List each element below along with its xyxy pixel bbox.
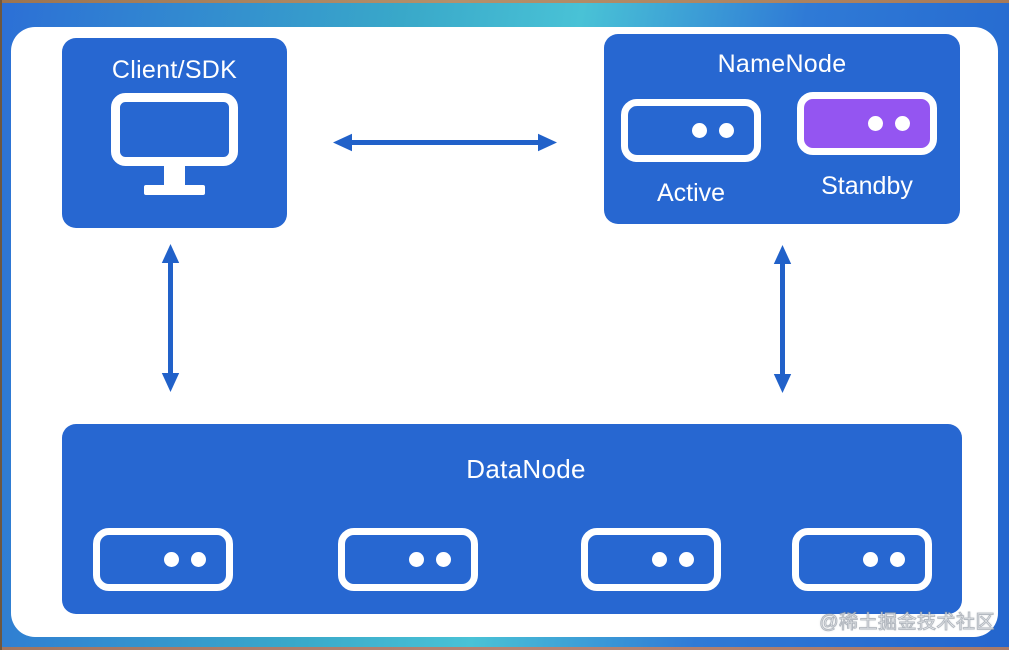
watermark-text: @稀土掘金技术社区 <box>819 612 995 634</box>
datanode-box: DataNode <box>62 424 962 614</box>
server-led-dot <box>679 552 694 567</box>
server-led-dot <box>164 552 179 567</box>
client-namenode-arrow <box>333 133 557 152</box>
server-icon-datanode-1 <box>93 528 233 591</box>
server-led-dot <box>436 552 451 567</box>
server-led-dot <box>652 552 667 567</box>
namenode-title: NameNode <box>717 50 847 78</box>
server-icon-datanode-4 <box>792 528 932 591</box>
namenode-box: NameNode Active Standby <box>604 34 960 224</box>
active-namenode: Active <box>621 99 761 208</box>
client-sdk-box: Client/SDK <box>62 38 287 228</box>
server-led-dot <box>692 123 707 138</box>
server-icon-datanode-2 <box>338 528 478 591</box>
server-led-dot <box>409 552 424 567</box>
datanode-title: DataNode <box>466 454 586 484</box>
left-edge-line <box>0 0 2 650</box>
server-led-dot <box>890 552 905 567</box>
server-icon-active <box>621 99 761 162</box>
standby-label: Standby <box>821 172 913 200</box>
server-led-dot <box>863 552 878 567</box>
bottom-edge-line <box>0 647 1009 650</box>
client-datanode-arrow <box>161 244 180 392</box>
active-label: Active <box>656 179 726 207</box>
server-led-dot <box>719 123 734 138</box>
server-icon-datanode-3 <box>581 528 721 591</box>
server-led-dot <box>191 552 206 567</box>
namenode-datanode-arrow <box>773 245 792 393</box>
standby-namenode: Standby <box>797 92 937 201</box>
server-led-dot <box>868 116 883 131</box>
client-sdk-label: Client/SDK <box>111 56 238 84</box>
monitor-icon <box>111 93 238 195</box>
top-edge-line <box>0 0 1009 3</box>
server-led-dot <box>895 116 910 131</box>
server-icon-standby <box>797 92 937 155</box>
